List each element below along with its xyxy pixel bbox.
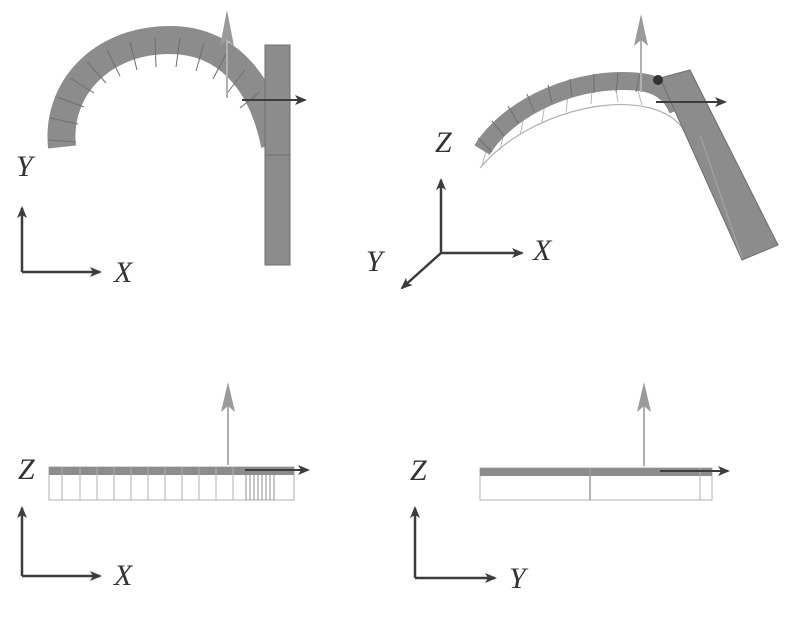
iso-inclined-post bbox=[659, 69, 779, 261]
top-view-axis-label-horizontal: X bbox=[114, 256, 133, 289]
front-view-axis-label-horizontal: X bbox=[114, 559, 133, 592]
front-view-axes bbox=[17, 506, 102, 581]
side-view-axis-label-vertical: Z bbox=[410, 454, 427, 487]
iso-axis-label-horizontal: X bbox=[533, 234, 552, 267]
side-view-axes bbox=[410, 506, 497, 583]
side-view-force-arrowhead bbox=[637, 382, 651, 412]
top-view bbox=[17, 10, 307, 277]
front-view bbox=[17, 382, 310, 581]
iso-axis-label-depth: Y bbox=[366, 245, 383, 278]
iso-arch-segments bbox=[477, 72, 641, 153]
front-view-axis-label-vertical: Z bbox=[18, 453, 35, 486]
front-view-force-arrowhead bbox=[221, 382, 235, 412]
side-view bbox=[410, 382, 730, 583]
top-view-axis-label-vertical: Y bbox=[16, 150, 33, 183]
front-view-post-hatch bbox=[245, 470, 275, 500]
iso-axis-label-vertical: Z bbox=[435, 126, 452, 159]
iso-joint bbox=[653, 75, 663, 85]
top-view-arch-tube bbox=[47, 25, 289, 149]
top-view-axes bbox=[17, 206, 102, 277]
top-view-force-arrowhead bbox=[220, 10, 234, 46]
iso-axes bbox=[400, 178, 524, 290]
isometric-view bbox=[400, 14, 779, 290]
iso-force-arrowhead bbox=[634, 14, 648, 46]
side-view-axis-label-horizontal: Y bbox=[509, 562, 526, 595]
front-view-segments bbox=[61, 467, 234, 500]
